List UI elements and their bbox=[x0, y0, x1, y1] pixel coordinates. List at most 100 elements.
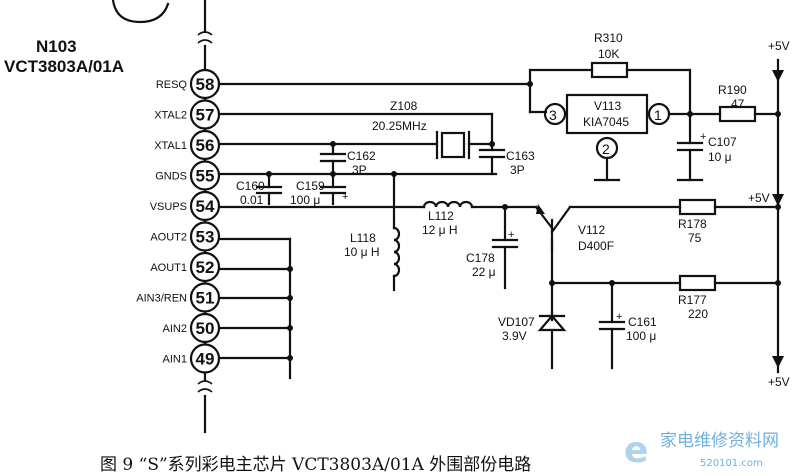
pin-58: 58 RESQ bbox=[156, 68, 221, 100]
pin-50: 50 AIN2 bbox=[163, 312, 221, 344]
pin-label: XTAL1 bbox=[154, 140, 187, 152]
c107-plus: + bbox=[700, 131, 706, 143]
c161-plus: + bbox=[616, 311, 622, 323]
vd107-value: 3.9V bbox=[502, 329, 527, 343]
z108-value: 20.25MHz bbox=[372, 119, 427, 133]
c178-value: 22 μ bbox=[472, 265, 496, 279]
c159-value: 100 μ bbox=[290, 193, 320, 207]
pin-number: 55 bbox=[196, 167, 215, 186]
v113-model: KIA7045 bbox=[583, 115, 629, 129]
v112-model: D400F bbox=[578, 239, 614, 253]
pin-49: 49 AIN1 bbox=[163, 343, 221, 374]
pin-51: 51 AIN3/REN bbox=[136, 282, 221, 313]
pin-label: AIN2 bbox=[163, 323, 187, 335]
v113-ref: V113 bbox=[594, 99, 621, 113]
r177-body bbox=[678, 274, 717, 292]
pin-label: XTAL2 bbox=[154, 110, 187, 122]
c160-value: 0.01 bbox=[240, 193, 264, 207]
pin-label: RESQ bbox=[156, 79, 188, 91]
pin-number: 56 bbox=[196, 136, 215, 155]
chip-n103: N103 VCT3803A/01A bbox=[4, 0, 213, 434]
c178-plus: + bbox=[508, 229, 514, 241]
r310-body bbox=[590, 61, 629, 79]
watermark-url: 520101.com bbox=[700, 458, 763, 469]
chip-ref: N103 bbox=[36, 37, 77, 56]
z108-crystal bbox=[440, 131, 466, 159]
pin-54: 54 VSUPS bbox=[150, 190, 221, 222]
pin-57: 57 XTAL2 bbox=[154, 99, 221, 130]
pin-circle bbox=[189, 221, 221, 252]
pin-number: 49 bbox=[196, 350, 215, 369]
c107-ref: C107 bbox=[708, 135, 737, 149]
c161-value: 100 μ bbox=[626, 329, 656, 343]
pin-list: 58 RESQ 57 XTAL2 56 XTAL1 55 GNDS 54 VSUPS 53 AOUT2… bbox=[136, 68, 221, 374]
pin-55: 55 GNDS bbox=[155, 160, 221, 191]
r177-value: 220 bbox=[688, 307, 708, 321]
pin-circle bbox=[189, 160, 221, 191]
pin-label: AOUT1 bbox=[150, 262, 187, 274]
pin-56: 56 XTAL1 bbox=[154, 129, 221, 161]
pin-number: 53 bbox=[196, 228, 215, 247]
r190-ref: R190 bbox=[718, 83, 747, 97]
l118-coil bbox=[392, 226, 401, 278]
pin-label: AIN1 bbox=[163, 354, 187, 366]
pin-circle bbox=[189, 251, 221, 283]
r190-value: 47 bbox=[731, 97, 745, 111]
l118-value: 10 μ H bbox=[344, 245, 380, 259]
resq-net: R310 10K bbox=[217, 31, 692, 116]
pin-number: 58 bbox=[196, 75, 215, 94]
v112-ref: V112 bbox=[578, 223, 605, 237]
l112-coil bbox=[422, 200, 474, 209]
pin-label: AIN3/REN bbox=[136, 293, 187, 305]
5v-rail: +5V +5V +5V bbox=[748, 39, 790, 389]
watermark-logo: e 家电维修资料网 520101.com bbox=[624, 430, 779, 471]
pin-52: 52 AOUT1 bbox=[150, 251, 221, 283]
break-mark-bottom bbox=[197, 380, 213, 393]
rail-bottom-label: +5V bbox=[768, 375, 790, 389]
rail-top-label: +5V bbox=[768, 39, 790, 53]
watermark-name: 家电维修资料网 bbox=[660, 431, 779, 451]
r178-value: 75 bbox=[688, 231, 702, 245]
pin-label: GNDS bbox=[155, 171, 187, 183]
v113-pin2: 2 bbox=[602, 141, 610, 157]
c178-ref: C178 bbox=[466, 251, 495, 265]
crystal-section: Z108 20.25MHz C162 3P C163 3P bbox=[217, 99, 535, 177]
v113-regulator: 3 1 2 V113 KIA7045 R190 47 + C107 10 μ bbox=[543, 83, 781, 182]
pin-53: 53 AOUT2 bbox=[150, 221, 221, 252]
vd107-ref: VD107 bbox=[498, 315, 535, 329]
v113-pin1: 1 bbox=[654, 107, 662, 123]
c160-ref: C160 bbox=[236, 179, 265, 193]
chip-model: VCT3803A/01A bbox=[4, 57, 124, 76]
r310-value: 10K bbox=[598, 47, 619, 61]
c161-ref: C161 bbox=[628, 315, 657, 329]
r310-ref: R310 bbox=[594, 31, 623, 45]
c159-plus: + bbox=[342, 191, 348, 203]
pin-number: 51 bbox=[196, 289, 215, 308]
pin-number: 57 bbox=[196, 106, 215, 125]
c162-ref: C162 bbox=[347, 149, 376, 163]
r178-body bbox=[678, 198, 717, 216]
svg-text:e: e bbox=[624, 430, 648, 471]
figure-caption: 图 9 “S”系列彩电主芯片 VCT3803A/01A 外围部份电路 bbox=[100, 455, 531, 475]
r178-ref: R178 bbox=[678, 217, 707, 231]
l112-value: 12 μ H bbox=[422, 223, 458, 237]
l112-ref: L112 bbox=[428, 209, 454, 223]
chip-notch bbox=[111, 0, 170, 24]
v113-pin3: 3 bbox=[549, 107, 557, 123]
pin-label: AOUT2 bbox=[150, 232, 187, 244]
l118-ref: L118 bbox=[350, 231, 376, 245]
r177-ref: R177 bbox=[678, 293, 707, 307]
pin-label: VSUPS bbox=[150, 201, 187, 213]
break-mark-top bbox=[197, 31, 213, 44]
rail-mid-label: +5V bbox=[748, 191, 770, 205]
pin-number: 52 bbox=[196, 258, 215, 277]
pin-number: 50 bbox=[196, 319, 215, 338]
c163-ref: C163 bbox=[506, 149, 535, 163]
z108-ref: Z108 bbox=[390, 99, 418, 113]
c163-value: 3P bbox=[510, 163, 525, 177]
c107-value: 10 μ bbox=[708, 150, 732, 164]
pin-number: 54 bbox=[196, 197, 215, 216]
audio-pins-bus bbox=[217, 237, 293, 380]
gnds-section: C160 0.01 C159 100 μ + L118 10 μ H bbox=[217, 171, 498, 292]
